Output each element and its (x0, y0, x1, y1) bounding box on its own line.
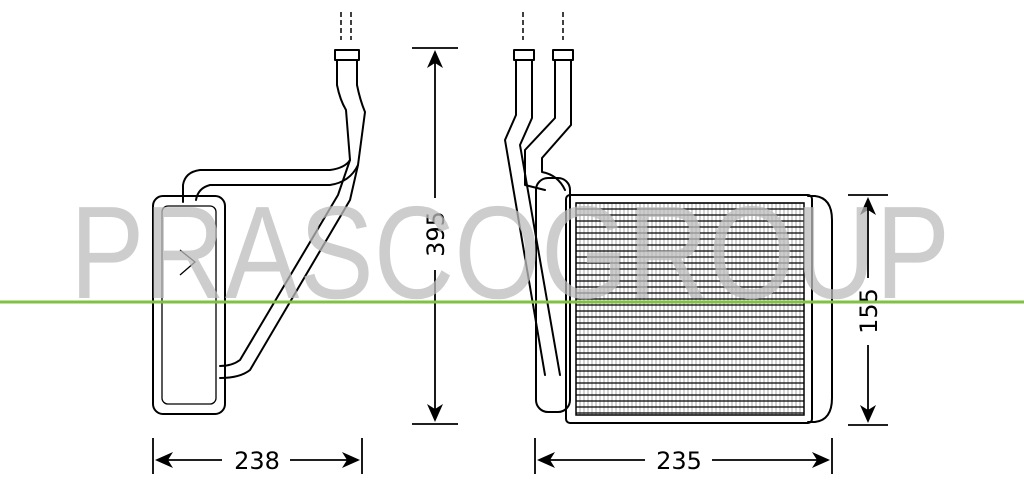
front-core-fins (575, 202, 805, 416)
watermark-logo: PRASCOGROUP (70, 179, 950, 326)
height-dimension: 395 (412, 47, 458, 425)
front-view (504, 12, 833, 424)
front-width-label: 235 (656, 447, 702, 475)
core-height-dimension: 155 (848, 194, 888, 426)
front-right-tank (807, 195, 833, 423)
side-connector-cap (334, 49, 360, 61)
side-upper-pipe (182, 59, 351, 203)
front-connector-right (552, 49, 574, 61)
side-pipe-centerlines (340, 12, 352, 40)
side-width-dimension: 238 (152, 438, 363, 475)
side-view (152, 12, 366, 415)
front-core-frame (565, 194, 813, 424)
height-label: 395 (422, 211, 450, 257)
front-pipe-centerlines (522, 12, 564, 40)
side-body (152, 195, 226, 415)
side-lower-pipe (219, 159, 351, 367)
front-left-tank (535, 177, 571, 413)
side-width-label: 238 (234, 447, 280, 475)
front-width-dimension: 235 (534, 438, 833, 475)
core-height-label: 155 (855, 288, 883, 334)
front-connector-left (513, 49, 535, 61)
